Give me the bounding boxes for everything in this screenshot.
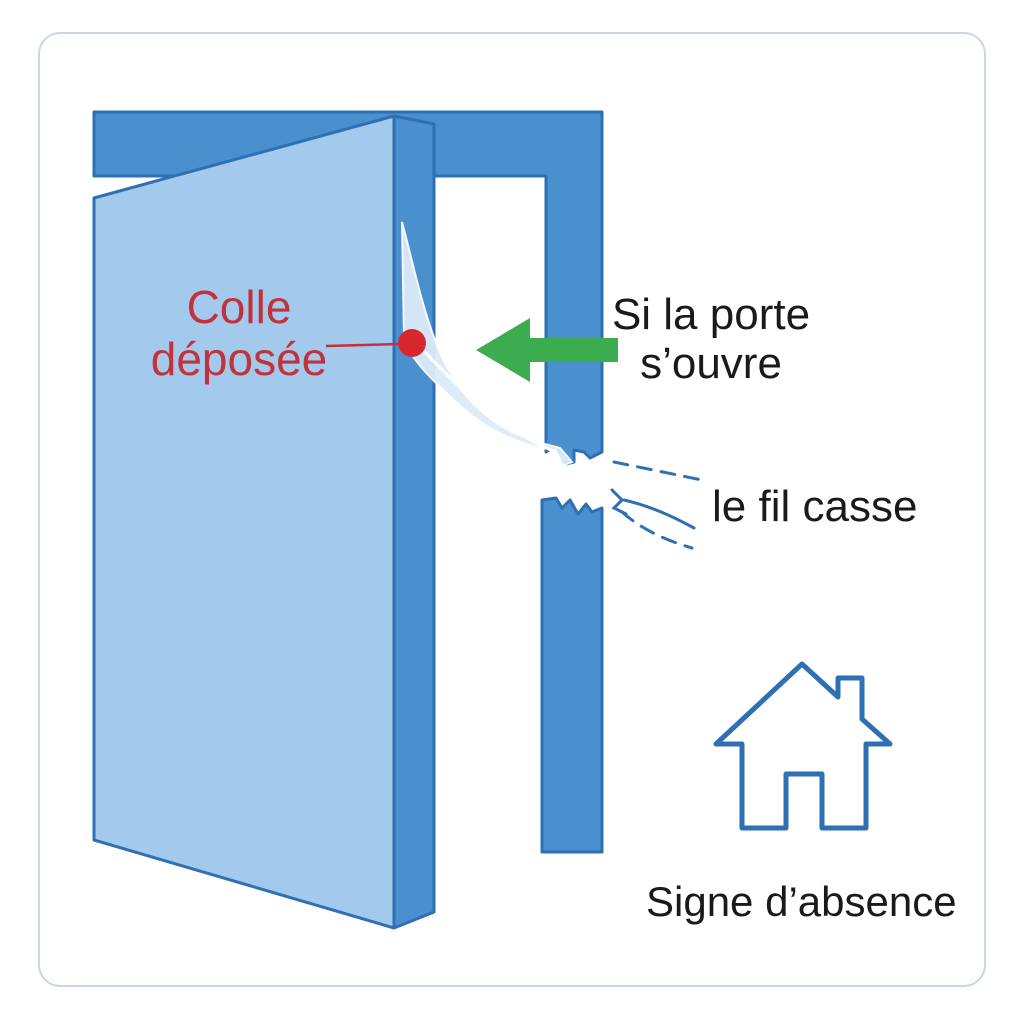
door-face xyxy=(92,114,396,930)
door-opens-label-line2: s’ouvre xyxy=(640,339,782,389)
break-dash-upper xyxy=(612,460,704,482)
absence-sign-label: Signe d’absence xyxy=(646,878,957,925)
door-edge xyxy=(392,114,436,930)
glue-label-line1: Colle xyxy=(186,281,292,333)
break-dash-lower xyxy=(620,510,694,550)
door-frame xyxy=(92,110,604,854)
glue-label: Colle déposée xyxy=(150,281,328,385)
glue-thread-line xyxy=(412,338,557,454)
door-opens-label-line1: Si la porte xyxy=(611,290,811,339)
break-zigzag xyxy=(610,488,628,516)
house-outline xyxy=(713,661,893,831)
glue-label-line2: déposée xyxy=(150,332,328,385)
door-panel xyxy=(92,114,436,930)
glue-leader-line xyxy=(325,342,403,348)
red-glue-dot-icon xyxy=(398,329,426,357)
thread-breaks-label: le fil casse xyxy=(712,482,918,531)
door-opens-label: Si la porte s’ouvre xyxy=(600,290,822,389)
green-arrow-left-icon xyxy=(476,318,618,382)
door-frame-lower-jamb xyxy=(540,496,604,854)
break-marks xyxy=(610,460,704,550)
glue-thread xyxy=(401,221,574,468)
house-icon xyxy=(713,661,893,831)
glue-thread-strand xyxy=(401,221,574,468)
break-dash-middle xyxy=(622,498,696,530)
